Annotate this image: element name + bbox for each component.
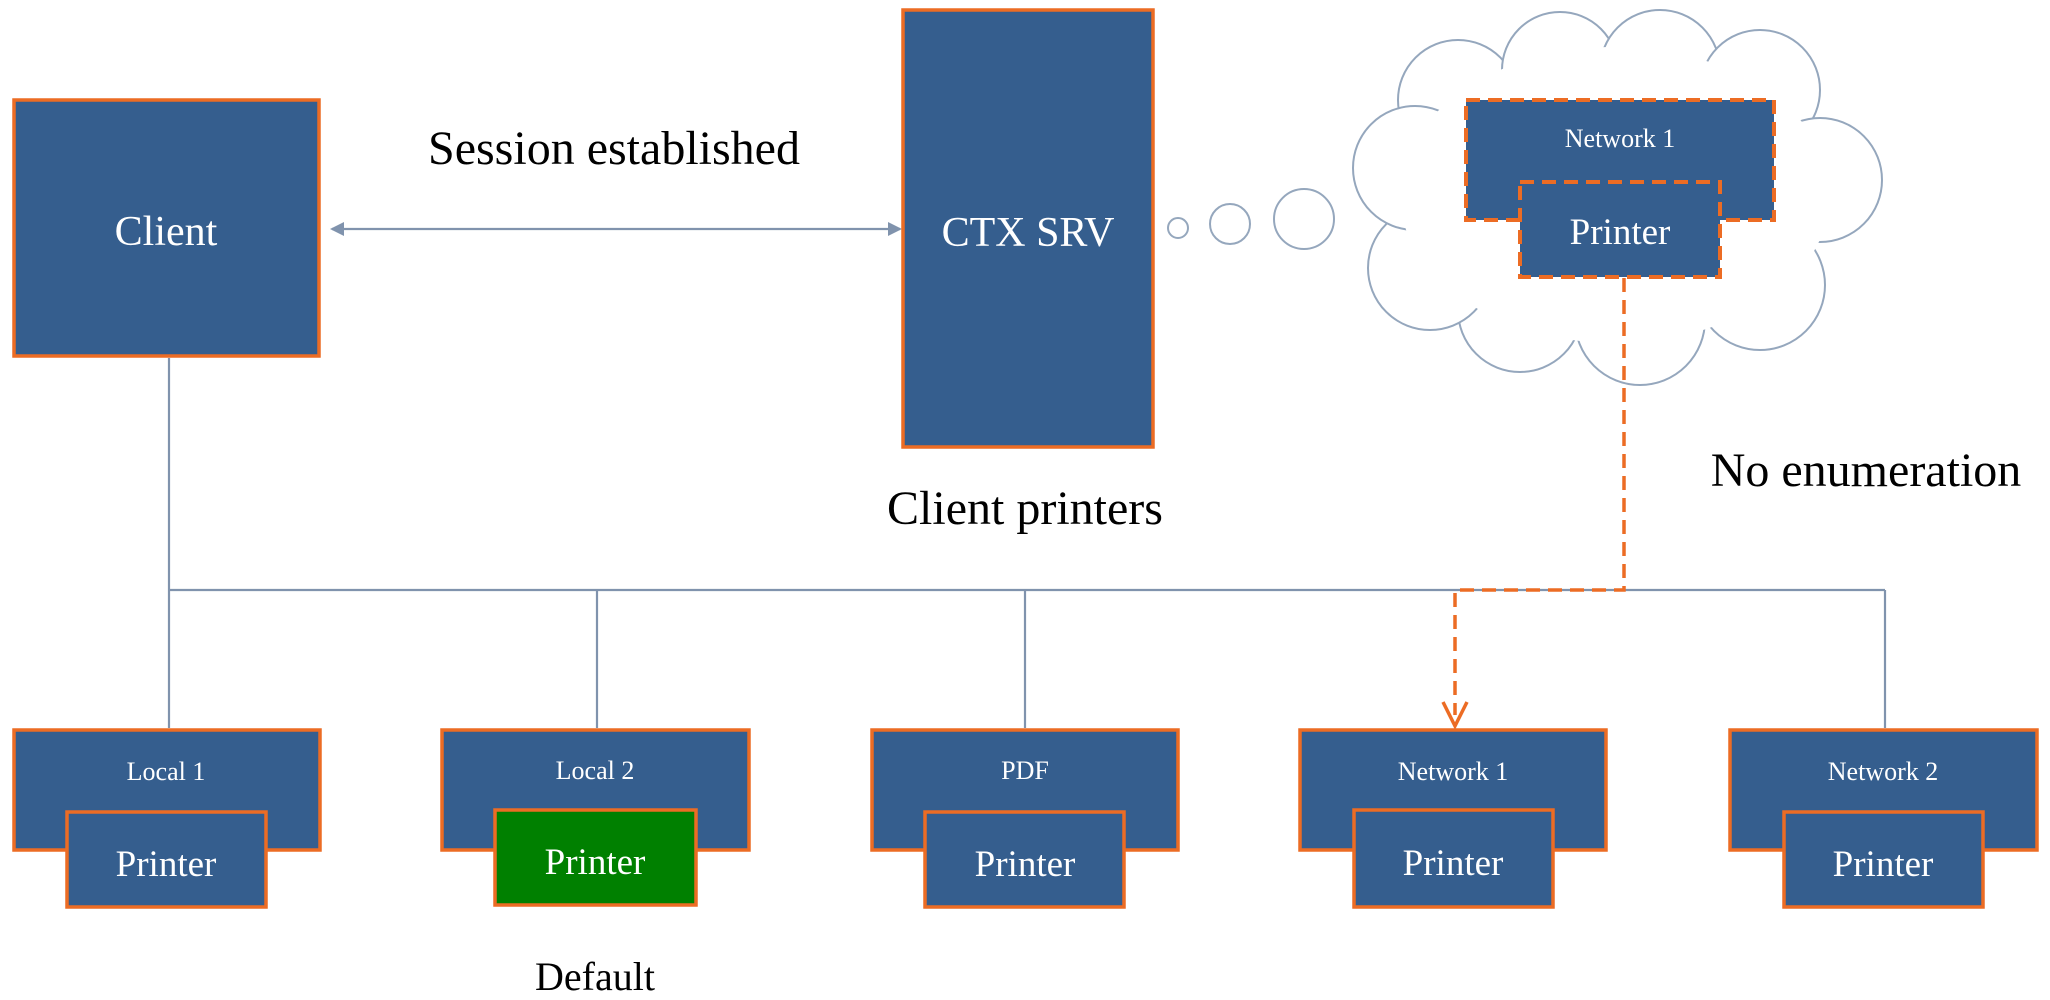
server-box[interactable]: [901, 8, 1155, 449]
printer-local-2[interactable]: Local 2 Printer: [440, 728, 751, 907]
client-label: Client: [115, 209, 218, 255]
cloud-printer-label: Printer: [1570, 212, 1671, 253]
printer-pdf[interactable]: PDF Printer: [870, 728, 1180, 909]
dashed-route: [1453, 278, 1626, 715]
printer-label: Printer: [545, 842, 646, 883]
no-enumeration-label: No enumeration: [1711, 444, 2022, 497]
group-label: Local 2: [556, 756, 635, 785]
printer-label: Printer: [1403, 843, 1504, 884]
client-box[interactable]: [12, 98, 321, 358]
cloud-network-label: Network 1: [1565, 124, 1675, 153]
dashed-arrow-head: [1441, 701, 1469, 730]
server-node[interactable]: CTX SRV: [901, 8, 1155, 449]
client-printers-label: Client printers: [887, 482, 1163, 535]
cloud-printer-box[interactable]: [1518, 180, 1722, 279]
printer-label: Printer: [116, 844, 217, 885]
thought-bubble-medium: [1209, 203, 1251, 245]
printer-label: Printer: [975, 844, 1076, 885]
enumeration-dashed-connector: [1441, 278, 1626, 730]
printer-box[interactable]: [1782, 810, 1985, 909]
printer-network-1[interactable]: Network 1 Printer: [1298, 728, 1608, 909]
printer-box[interactable]: [923, 810, 1126, 909]
group-label: PDF: [1001, 756, 1049, 785]
server-label: CTX SRV: [942, 210, 1115, 256]
session-established-label: Session established: [428, 122, 800, 175]
group-label: Network 1: [1398, 757, 1508, 786]
cloud-network-printer[interactable]: Network 1 Printer: [1464, 98, 1776, 279]
printer-network-2[interactable]: Network 2 Printer: [1728, 728, 2039, 909]
printer-box[interactable]: [1352, 808, 1555, 909]
printer-local-1[interactable]: Local 1 Printer: [12, 728, 322, 909]
printer-label: Printer: [1833, 844, 1934, 885]
group-label: Network 2: [1828, 757, 1938, 786]
thought-bubble-large: [1273, 188, 1335, 250]
default-printer-box[interactable]: [493, 808, 698, 907]
group-label: Local 1: [127, 757, 206, 786]
printer-box[interactable]: [65, 810, 268, 909]
client-node[interactable]: Client: [12, 98, 321, 358]
thought-bubble-small: [1167, 217, 1189, 239]
default-label: Default: [535, 954, 655, 999]
